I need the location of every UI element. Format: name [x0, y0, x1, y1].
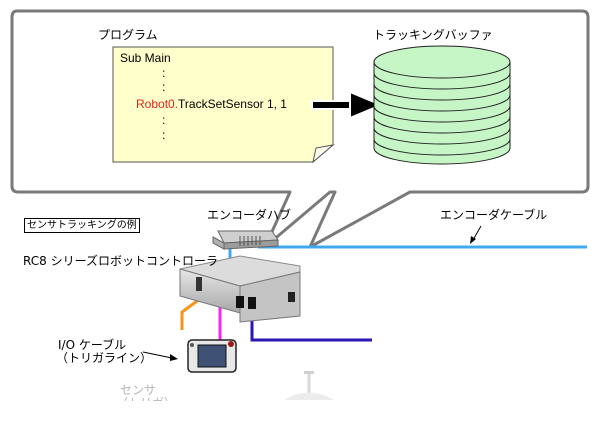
arrow-icon: [311, 90, 384, 120]
controller-label: RC8 シリーズロボットコントローラ: [23, 254, 218, 268]
program-note: [112, 46, 335, 164]
code-line-ellipsis: :: [162, 80, 166, 94]
program-title: プログラム: [98, 28, 158, 42]
sensor-cable: [180, 294, 205, 400]
encoder-cable-pointer: [470, 225, 482, 244]
example-label: センサトラッキングの例: [24, 218, 140, 233]
code-line-ellipsis: :: [162, 128, 166, 142]
bottom-fade: [0, 401, 600, 428]
io-cable-label-line1: I/O ケーブル: [58, 338, 127, 352]
code-line-ellipsis: :: [162, 66, 166, 80]
io-cable-label-line2: （トリガライン）: [56, 351, 153, 365]
sensor-label-line2: （トリガ）: [116, 396, 176, 401]
robot-controller: [179, 255, 301, 323]
encoder-cable-label: エンコーダケーブル: [440, 208, 548, 222]
tracking-buffer-title: トラッキングバッファ: [373, 28, 493, 42]
encoder-hub-device: [212, 230, 279, 250]
code-line-ellipsis: :: [162, 113, 166, 127]
io-cable-pointer: [142, 351, 178, 361]
code-command: TrackSetSensor 1, 1: [178, 97, 287, 111]
teach-pendant: [187, 339, 237, 373]
encoder-hub-label: エンコーダハブ: [207, 208, 292, 222]
code-line-track-set-sensor: Robot0.TrackSetSensor 1, 1: [136, 97, 287, 112]
sensor-label-line1: センサ: [120, 383, 157, 397]
code-robot-object: Robot0.: [136, 97, 179, 111]
sensor-device: [284, 371, 334, 400]
tracking-buffer-cylinder: [373, 45, 511, 165]
code-line-sub-main: Sub Main: [120, 51, 171, 65]
